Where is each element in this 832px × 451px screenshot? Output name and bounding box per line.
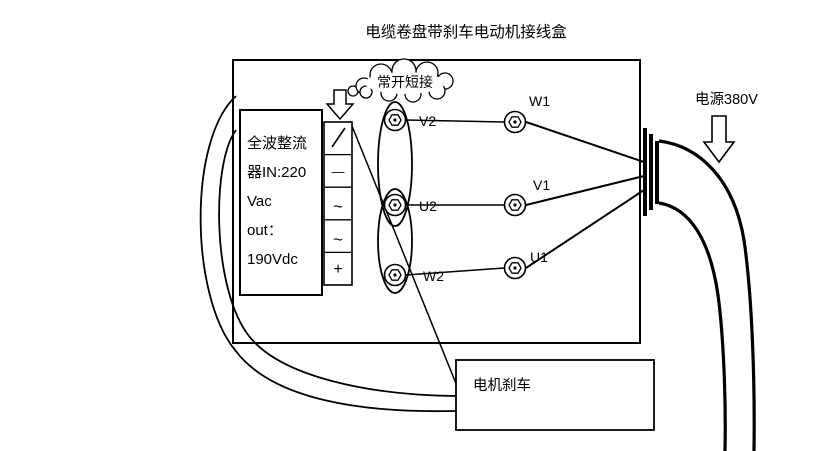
rectifier-box (239, 109, 323, 296)
rectifier-label-line: Vac (247, 193, 272, 210)
strip-symbol-plus: + (333, 261, 342, 278)
terminal-label-u1: U1 (530, 249, 548, 265)
wire-v1-gland (525, 175, 645, 206)
cloud-label: 常开短接 (377, 74, 433, 90)
strip-symbol-minus: — (332, 164, 345, 179)
wire-w2-u1 (405, 267, 505, 276)
terminal-bolt-icon-v1 (503, 193, 527, 217)
terminal-label-u2: U2 (419, 198, 437, 214)
brake-box (455, 359, 655, 431)
terminal-label-v2: V2 (419, 113, 436, 129)
strip-symbol-ac2: ~ (333, 230, 343, 249)
cloud-inner (365, 72, 445, 94)
terminal-strip (323, 121, 353, 286)
rectifier-label-line: 器IN:220 (247, 164, 306, 181)
cloud-callout: 常开短接 (347, 58, 454, 103)
wire-w1-gland (525, 121, 645, 163)
rectifier-label-line: out： (247, 222, 283, 239)
terminal-label-w1: W1 (529, 93, 550, 109)
jumper-ellipse-u2-w2 (377, 188, 413, 294)
jumper-ellipse-v2-u2 (377, 101, 413, 227)
wire-u1-gland (525, 189, 645, 269)
terminal-bolt-icon-u1 (503, 256, 527, 280)
terminal-bolt-icon-w1 (503, 110, 527, 134)
terminal-label-v1: V1 (533, 177, 550, 193)
terminal-bolt-icon-w2 (383, 263, 407, 287)
diagram-title: 电缆卷盘带刹车电动机接线盒 (365, 22, 567, 41)
cable-outline-bottom (658, 201, 727, 451)
rectifier-label-line: 全波整流 (247, 134, 307, 152)
terminal-bolt-icon-u2 (383, 193, 407, 217)
wire-v2-w1 (405, 119, 505, 123)
junction-box (232, 59, 641, 344)
terminal-bolt-icon-v2 (383, 108, 407, 132)
wire-loop-outer (199, 95, 456, 413)
down-arrow-icon (325, 89, 355, 121)
power-label: 电源380V (695, 91, 758, 108)
terminal-label-w2: W2 (423, 268, 444, 284)
strip-symbol-switch (331, 127, 346, 148)
cable-outline-top (658, 139, 756, 451)
power-arrow-icon (702, 115, 736, 164)
brake-label: 电机刹车 (473, 377, 531, 394)
cable-gland (643, 128, 659, 216)
wire-strip-to-brake (349, 120, 458, 387)
rectifier-label-line: 190Vdc (247, 251, 298, 268)
strip-symbol-ac1: ~ (333, 197, 343, 216)
wire-loop-inner (218, 129, 456, 397)
